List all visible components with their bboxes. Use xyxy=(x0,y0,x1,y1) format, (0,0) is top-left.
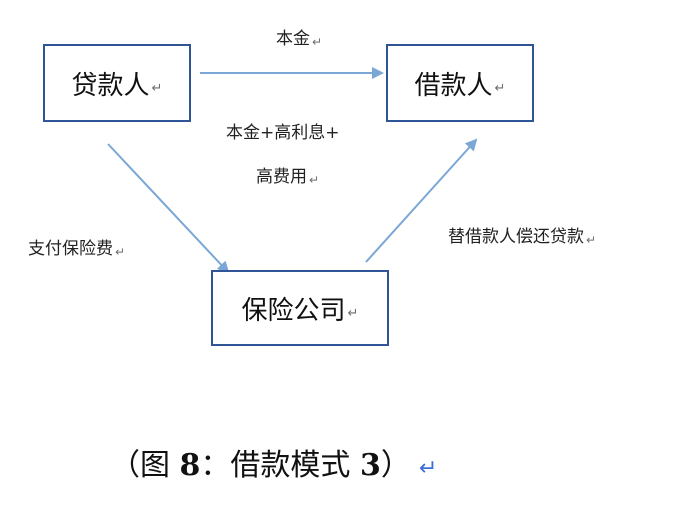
paragraph-mark: ↵ xyxy=(309,173,320,187)
paragraph-mark: ↵ xyxy=(494,80,506,96)
edge-label-pay-premium: 支付保险费↵ xyxy=(28,239,126,259)
edge-label-repay-for-borrower: 替借款人偿还贷款↵ xyxy=(448,227,597,247)
borrower-label: 借款人 xyxy=(414,70,493,101)
lender-label: 贷款人 xyxy=(71,70,150,101)
edge-label-principal: 本金↵ xyxy=(276,29,323,49)
insurer-label: 保险公司 xyxy=(241,295,346,326)
arrow-insurer-to-borrower xyxy=(365,138,478,263)
paragraph-mark: ↵ xyxy=(115,245,126,259)
insurer-box: 保险公司↵ xyxy=(211,270,389,346)
edge-label-principal-interest: 本金+高利息+ xyxy=(226,123,340,143)
enter-icon: ↵ xyxy=(418,456,438,481)
figure-caption: （图 8：借款模式 3）↵ xyxy=(110,448,438,483)
paragraph-mark: ↵ xyxy=(586,233,597,247)
paragraph-mark: ↵ xyxy=(312,35,323,49)
arrow-lender-to-insurer xyxy=(107,143,230,274)
edge-label-high-fees: 高费用↵ xyxy=(256,167,320,187)
paragraph-mark: ↵ xyxy=(347,305,359,321)
borrower-box: 借款人↵ xyxy=(386,44,534,122)
lender-box: 贷款人↵ xyxy=(43,44,191,122)
paragraph-mark: ↵ xyxy=(151,80,163,96)
